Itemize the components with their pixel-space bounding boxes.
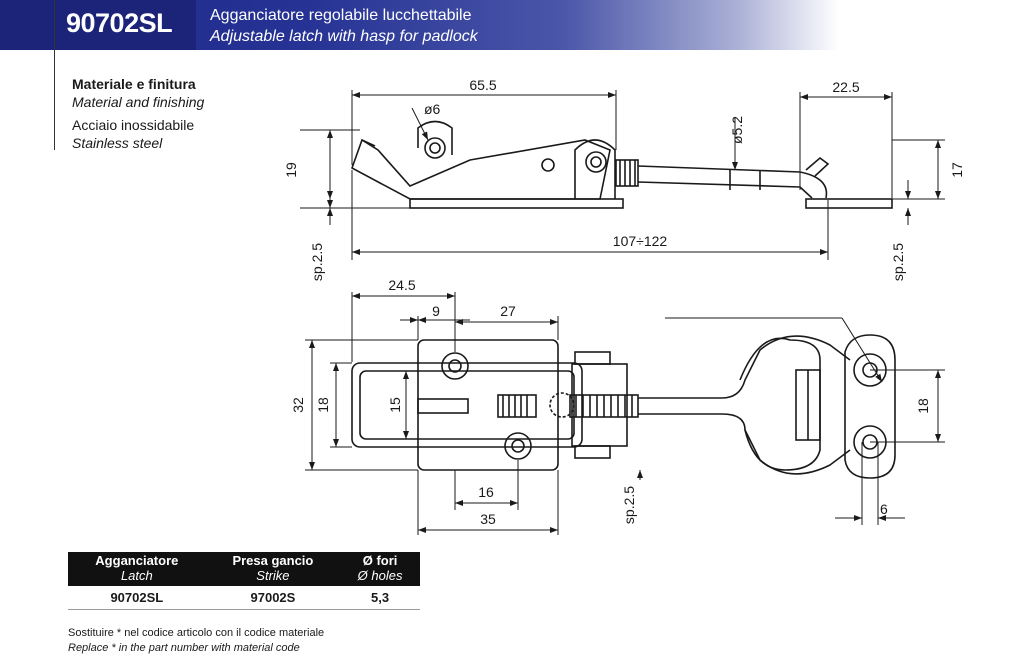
dim-bottom-thickness: sp.2.5 (621, 486, 637, 524)
dim-top-length: 65.5 (469, 77, 496, 93)
dim-bottom-hole-spacing: 16 (478, 484, 494, 500)
col-strike: Presa gancio (205, 552, 341, 568)
material-value-it: Acciaio inossidabile (72, 117, 195, 133)
dim-top-rod-dia: ø5.2 (729, 116, 745, 144)
product-code: 90702SL (66, 8, 173, 38)
hook-wire-top (638, 335, 851, 399)
latch-base-plan (417, 339, 559, 471)
cell-latch-code: 90702SL (68, 586, 206, 610)
col-holes-en: Ø holes (340, 568, 420, 586)
cell-strike-code: 97002S (205, 586, 341, 610)
note-italian: Sostituire * nel codice articolo con il … (68, 627, 325, 639)
dim-top-overall: 107÷122 (613, 233, 668, 249)
dim-bottom-hole-offset: 24.5 (388, 277, 415, 293)
dim-bottom-base-width: 32 (290, 397, 306, 413)
dim-top-height-left: 19 (283, 162, 299, 178)
col-latch: Agganciatore (68, 552, 206, 568)
table-row: 90702SL 97002S 5,3 (68, 586, 420, 610)
plan-view (351, 334, 896, 479)
dim-top-hole-dia: ø6 (424, 101, 441, 117)
dim-bottom-strike-pitch: 18 (915, 398, 931, 414)
col-holes: Ø fori (340, 552, 420, 568)
cell-hole-dia: 5,3 (340, 586, 420, 610)
lever-eye (417, 120, 453, 155)
material-value-en: Stainless steel (72, 135, 163, 151)
side-view (351, 120, 893, 209)
material-label-it: Materiale e finitura (72, 76, 196, 92)
hook-rod (637, 165, 801, 188)
dim-top-thickness-left: sp.2.5 (309, 243, 325, 281)
strike-base-plate (805, 198, 893, 209)
title-english: Adjustable latch with hasp for padlock (210, 28, 478, 45)
note-english: Replace * in the part number with materi… (68, 642, 300, 654)
title-italian: Agganciatore regolabile lucchettabile (210, 7, 472, 24)
dim-bottom-base-length: 35 (480, 511, 496, 527)
dim-bottom-hole-pitch: 27 (500, 303, 516, 319)
spec-table: Agganciatore Presa gancio Ø fori Latch S… (68, 552, 420, 610)
col-strike-en: Strike (205, 568, 341, 586)
strike-plate (844, 334, 896, 479)
dim-bottom-inner-width: 15 (387, 397, 403, 413)
latch-base-plate (409, 198, 624, 209)
col-latch-en: Latch (68, 568, 206, 586)
dim-top-thickness-right: sp.2.5 (890, 243, 906, 281)
dim-top-height-right: 17 (949, 162, 965, 178)
dim-bottom-frame-width: 18 (315, 397, 331, 413)
dim-bottom-gap: 9 (432, 303, 440, 319)
code-box (0, 0, 196, 50)
lever-body (351, 138, 611, 200)
side-divider (54, 0, 55, 150)
hook-wire-bottom (638, 413, 851, 475)
dim-top-strike: 22.5 (832, 79, 859, 95)
hook-end (799, 171, 828, 199)
material-label-en: Material and finishing (72, 94, 205, 110)
dim-bottom-strike-edge: 6 (880, 501, 888, 517)
